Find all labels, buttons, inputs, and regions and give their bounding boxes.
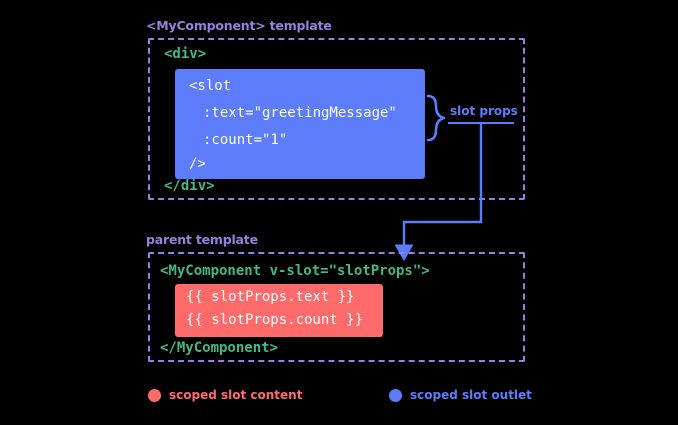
legend-label-content: scoped slot content <box>169 388 303 402</box>
code-div-open-tag: <div> <box>164 46 207 62</box>
legend-label-outlet: scoped slot outlet <box>410 388 532 402</box>
code-mycomponent-open-tag: <MyComponent v-slot="slotProps"> <box>160 263 430 279</box>
slot-line-count-prop: :count="1" <box>203 132 288 148</box>
slot-line-text-prop: :text="greetingMessage" <box>203 105 397 121</box>
scoped-slot-content-box: {{ slotProps.text }} {{ slotProps.count … <box>175 284 383 337</box>
component-template-label: <MyComponent> template <box>146 18 332 33</box>
scoped-slot-outlet-box: <slot :text="greetingMessage" :count="1"… <box>175 69 425 179</box>
parent-template-container <box>148 252 525 362</box>
slot-line-tag-open: <slot <box>189 78 232 94</box>
code-mycomponent-close-tag: </MyComponent> <box>160 340 279 356</box>
component-template-container <box>148 38 525 200</box>
legend-dot-blue-icon <box>389 388 402 402</box>
parent-template-label: parent template <box>146 232 258 247</box>
legend-dot-red-icon <box>148 388 161 402</box>
slot-props-annotation-label: slot props <box>450 104 518 118</box>
content-line-count: {{ slotProps.count }} <box>186 312 364 328</box>
content-line-text: {{ slotProps.text }} <box>186 289 355 305</box>
code-div-close-tag: </div> <box>164 178 215 194</box>
slot-props-underline <box>448 122 514 124</box>
slot-line-self-close: /> <box>189 156 206 172</box>
legend-item-outlet: scoped slot outlet <box>389 388 532 402</box>
curly-brace-icon <box>426 94 446 142</box>
legend-item-content: scoped slot content <box>148 388 302 402</box>
